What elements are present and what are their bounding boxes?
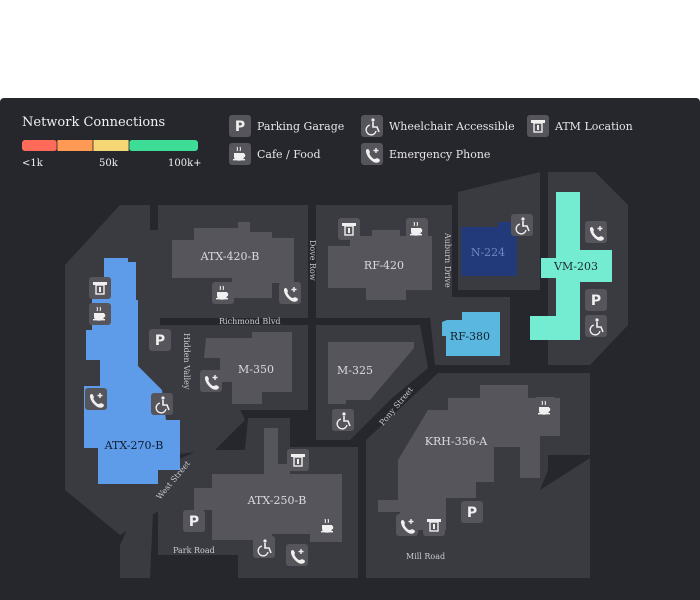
- atm-icon: [89, 277, 111, 299]
- parking-icon: [149, 329, 171, 351]
- legend-label: Parking Garage: [257, 119, 345, 133]
- parking-icon: [585, 289, 607, 311]
- building-krh356a: [378, 385, 560, 530]
- legend-item-emergency-phone: Emergency Phone: [361, 143, 490, 165]
- building-n224: [461, 222, 517, 276]
- scale-segment: [22, 140, 57, 151]
- building-label: N-224: [471, 246, 505, 259]
- legend-item-atm: ATM Location: [527, 115, 633, 137]
- cafe-icon: [89, 303, 111, 325]
- emergency-phone-icon: [286, 544, 308, 566]
- wheelchair-icon: [585, 315, 607, 337]
- building-label: VM-203: [553, 260, 598, 273]
- scale-segment: [129, 140, 198, 151]
- street-label: Richmond Blvd: [219, 317, 281, 326]
- building-label: RF-420: [364, 259, 404, 272]
- legend-label: ATM Location: [555, 119, 633, 133]
- scale-segment: [93, 140, 129, 151]
- street-label: Auburn Drive: [443, 232, 452, 288]
- emergency-phone-icon: [361, 143, 383, 165]
- building-label: M-350: [238, 363, 274, 376]
- building-labels: ATX-420-B RF-420 N-224 VM-203 RF-380 M-3…: [104, 246, 598, 507]
- building-shapes[interactable]: [84, 192, 612, 542]
- atm-icon: [527, 115, 549, 137]
- parking-icon: [461, 501, 483, 523]
- building-label: M-325: [337, 364, 373, 377]
- building-atx420b: [172, 222, 294, 298]
- atm-icon: [338, 218, 360, 240]
- street-label: Park Road: [173, 546, 215, 555]
- building-label: KRH-356-A: [425, 435, 489, 448]
- legend-label: Wheelchair Accessible: [389, 119, 515, 133]
- legend-item-parking: Parking Garage: [229, 115, 344, 137]
- scale-tick-label: 50k: [99, 158, 118, 169]
- wheelchair-icon: [511, 214, 533, 236]
- emergency-phone-icon: [279, 282, 301, 304]
- cafe-icon: [406, 218, 428, 240]
- building-rf420: [328, 230, 432, 300]
- emergency-phone-icon: [200, 370, 222, 392]
- building-label: ATX-420-B: [200, 250, 260, 263]
- network-scale-bar: [22, 140, 198, 151]
- wheelchair-icon: [332, 409, 354, 431]
- legend-label: Cafe / Food: [257, 147, 321, 161]
- legend-label: Emergency Phone: [389, 147, 491, 161]
- building-label: ATX-250-B: [247, 494, 307, 507]
- parking-icon: [229, 115, 251, 137]
- legend-title: Network Connections: [22, 115, 166, 130]
- legend-item-cafe: Cafe / Food: [229, 143, 321, 165]
- building-m325: [328, 342, 414, 404]
- emergency-phone-icon: [396, 514, 418, 536]
- street-label: Dove Row: [308, 240, 317, 281]
- legend-item-wheelchair: Wheelchair Accessible: [361, 115, 515, 137]
- scale-segment: [57, 140, 93, 151]
- atm-icon: [287, 449, 309, 471]
- building-atx250b: [194, 428, 342, 542]
- wheelchair-icon: [253, 536, 275, 558]
- street-label: Hidden Valley: [182, 333, 191, 390]
- building-rf380: [442, 312, 500, 356]
- scale-tick-label: <1k: [22, 158, 43, 169]
- wheelchair-icon: [361, 115, 383, 137]
- map-markers[interactable]: [85, 214, 607, 566]
- emergency-phone-icon: [585, 221, 607, 243]
- building-label: ATX-270-B: [104, 439, 164, 452]
- scale-tick-label: 100k+: [168, 158, 202, 169]
- cafe-icon: [317, 515, 339, 537]
- cafe-icon: [212, 282, 234, 304]
- cafe-icon: [229, 143, 251, 165]
- wheelchair-icon: [151, 393, 173, 415]
- building-label: RF-380: [450, 330, 490, 343]
- building-vm203: [530, 192, 612, 340]
- street-label: Mill Road: [406, 552, 445, 561]
- parking-icon: [183, 510, 205, 532]
- cafe-icon: [534, 397, 556, 419]
- building-m350: [204, 332, 292, 404]
- atm-icon: [423, 514, 445, 536]
- emergency-phone-icon: [85, 388, 107, 410]
